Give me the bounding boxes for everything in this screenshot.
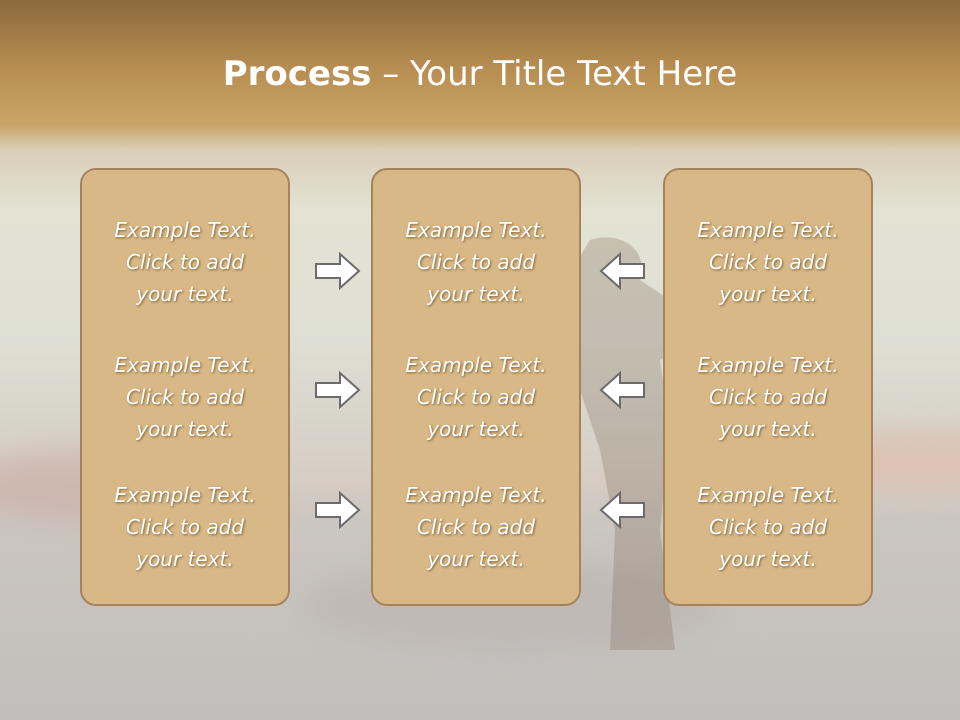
text-line: Example Text. xyxy=(697,353,839,377)
panel-text-item[interactable]: Example Text. Click to add your text. xyxy=(373,214,579,310)
panel-text-item[interactable]: Example Text. Click to add your text. xyxy=(82,214,288,310)
text-line: your text. xyxy=(136,547,234,571)
panel-text-item[interactable]: Example Text. Click to add your text. xyxy=(665,349,871,445)
arrow-left-icon xyxy=(599,370,645,410)
text-line: Example Text. xyxy=(697,483,839,507)
text-line: your text. xyxy=(136,282,234,306)
text-line: Click to add xyxy=(708,250,828,274)
process-panel-left[interactable]: Example Text. Click to add your text. Ex… xyxy=(80,168,290,606)
text-line: Click to add xyxy=(125,250,245,274)
panel-text-item[interactable]: Example Text. Click to add your text. xyxy=(373,479,579,575)
arrow-right-icon xyxy=(315,490,361,530)
panel-text-item[interactable]: Example Text. Click to add your text. xyxy=(665,214,871,310)
arrow-left-icon xyxy=(599,251,645,291)
text-line: Example Text. xyxy=(697,218,839,242)
text-line: Click to add xyxy=(708,515,828,539)
text-line: your text. xyxy=(719,417,817,441)
background-silhouette-image xyxy=(557,237,681,650)
text-line: Example Text. xyxy=(114,353,256,377)
text-line: Example Text. xyxy=(114,483,256,507)
text-line: your text. xyxy=(719,547,817,571)
text-line: Click to add xyxy=(416,250,536,274)
process-panel-center[interactable]: Example Text. Click to add your text. Ex… xyxy=(371,168,581,606)
text-line: your text. xyxy=(136,417,234,441)
text-line: Click to add xyxy=(416,515,536,539)
text-line: Click to add xyxy=(125,385,245,409)
text-line: your text. xyxy=(719,282,817,306)
panel-text-item[interactable]: Example Text. Click to add your text. xyxy=(665,479,871,575)
text-line: your text. xyxy=(427,417,525,441)
title-bold-text: Process xyxy=(222,54,372,94)
panel-text-item[interactable]: Example Text. Click to add your text. xyxy=(82,349,288,445)
text-line: Example Text. xyxy=(405,353,547,377)
text-line: Click to add xyxy=(416,385,536,409)
title-rest-text: – Your Title Text Here xyxy=(371,54,738,94)
arrow-left-icon xyxy=(599,490,645,530)
text-line: Example Text. xyxy=(405,483,547,507)
text-line: Example Text. xyxy=(405,218,547,242)
text-line: Example Text. xyxy=(114,218,256,242)
arrow-right-icon xyxy=(315,251,361,291)
text-line: Click to add xyxy=(125,515,245,539)
panel-text-item[interactable]: Example Text. Click to add your text. xyxy=(82,479,288,575)
text-line: Click to add xyxy=(708,385,828,409)
process-panel-right[interactable]: Example Text. Click to add your text. Ex… xyxy=(663,168,873,606)
arrow-right-icon xyxy=(315,370,361,410)
slide-title[interactable]: Process – Your Title Text Here xyxy=(0,54,960,94)
text-line: your text. xyxy=(427,547,525,571)
text-line: your text. xyxy=(427,282,525,306)
panel-text-item[interactable]: Example Text. Click to add your text. xyxy=(373,349,579,445)
